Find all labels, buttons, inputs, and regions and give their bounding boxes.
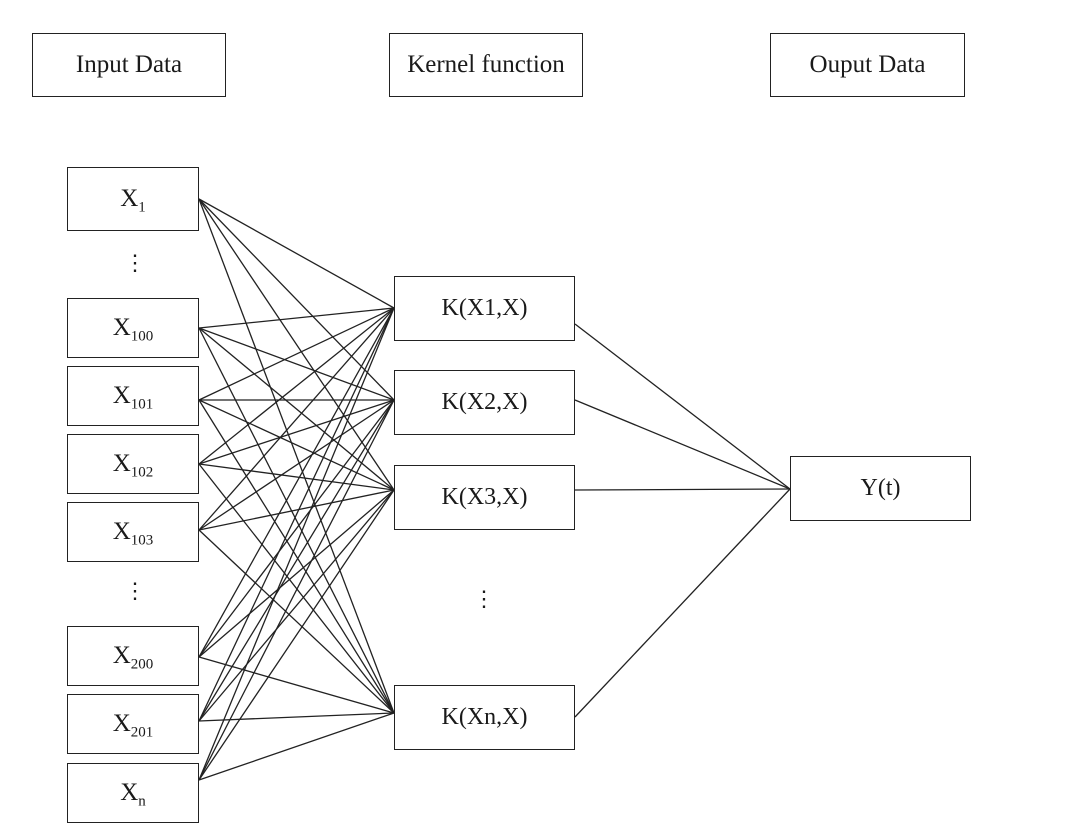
output-node-y: Y(t) xyxy=(790,456,971,521)
kernel-node-label: K(X3,X) xyxy=(441,484,528,510)
edge-input-6-kernel-3 xyxy=(198,712,395,722)
edge-input-3-kernel-1 xyxy=(198,399,395,465)
input-node-x103: X103 xyxy=(67,502,199,562)
edge-input-0-kernel-3 xyxy=(198,198,395,714)
input-node-label: X201 xyxy=(112,710,154,741)
input-node-label: X101 xyxy=(112,382,154,413)
edge-kernel-2-output xyxy=(574,488,791,491)
edge-input-7-kernel-1 xyxy=(198,399,395,781)
kernel-node-label: K(X2,X) xyxy=(441,389,528,415)
edge-input-2-kernel-2 xyxy=(198,399,395,491)
edge-input-4-kernel-0 xyxy=(198,307,395,531)
edge-input-4-kernel-1 xyxy=(198,399,395,531)
kernel-node-1: K(X1,X) xyxy=(394,276,575,341)
input-ellipsis-bottom: ⋮ xyxy=(124,578,146,603)
edge-input-6-kernel-2 xyxy=(198,489,395,722)
input-node-x102: X102 xyxy=(67,434,199,494)
edge-input-6-kernel-1 xyxy=(198,399,395,722)
edge-input-0-kernel-2 xyxy=(198,198,395,491)
kernel-node-label: K(X1,X) xyxy=(441,295,528,321)
input-node-x1: X1 xyxy=(67,167,199,231)
header-kernel-label: Kernel function xyxy=(407,51,565,78)
kernel-node-3: K(X3,X) xyxy=(394,465,575,530)
input-node-label: X102 xyxy=(112,450,154,481)
edge-input-7-kernel-2 xyxy=(198,489,395,781)
edge-input-0-kernel-0 xyxy=(198,198,395,309)
header-input-data: Input Data xyxy=(32,33,226,97)
kernel-node-2: K(X2,X) xyxy=(394,370,575,435)
kernel-ellipsis: ⋮ xyxy=(473,586,495,611)
edge-input-1-kernel-3 xyxy=(198,327,395,714)
input-node-x101: X101 xyxy=(67,366,199,426)
edge-kernel-1-output xyxy=(574,399,791,490)
input-node-label: X1 xyxy=(120,185,146,216)
header-output-label: Ouput Data xyxy=(809,51,926,78)
edge-input-1-kernel-1 xyxy=(198,327,395,401)
edge-input-5-kernel-2 xyxy=(198,489,395,658)
edge-input-2-kernel-0 xyxy=(198,307,395,401)
input-node-label: Xn xyxy=(120,779,146,810)
input-node-label: X103 xyxy=(112,518,154,549)
edge-kernel-3-output xyxy=(574,488,791,718)
kernel-node-label: K(Xn,X) xyxy=(441,704,528,730)
input-node-label: X200 xyxy=(112,642,154,673)
edge-input-4-kernel-3 xyxy=(198,529,395,714)
header-output-data: Ouput Data xyxy=(770,33,965,97)
edge-input-3-kernel-0 xyxy=(198,307,395,465)
header-kernel-function: Kernel function xyxy=(389,33,583,97)
input-node-x201: X201 xyxy=(67,694,199,754)
edge-input-2-kernel-3 xyxy=(198,399,395,714)
edge-input-3-kernel-2 xyxy=(198,463,395,491)
edge-input-7-kernel-3 xyxy=(198,712,395,781)
output-node-label: Y(t) xyxy=(860,475,901,501)
kernel-node-n: K(Xn,X) xyxy=(394,685,575,750)
input-node-xn: Xn xyxy=(67,763,199,823)
edge-input-5-kernel-1 xyxy=(198,399,395,658)
edge-input-7-kernel-0 xyxy=(198,307,395,781)
input-node-x200: X200 xyxy=(67,626,199,686)
edge-kernel-0-output xyxy=(574,323,791,490)
edge-input-4-kernel-2 xyxy=(198,489,395,531)
input-ellipsis-top: ⋮ xyxy=(124,250,146,275)
input-node-x100: X100 xyxy=(67,298,199,358)
edge-input-3-kernel-3 xyxy=(198,463,395,714)
edge-input-1-kernel-0 xyxy=(198,307,395,329)
header-input-label: Input Data xyxy=(75,51,183,78)
edge-input-6-kernel-0 xyxy=(198,307,395,722)
edge-input-5-kernel-0 xyxy=(198,307,395,658)
input-node-label: X100 xyxy=(112,314,154,345)
